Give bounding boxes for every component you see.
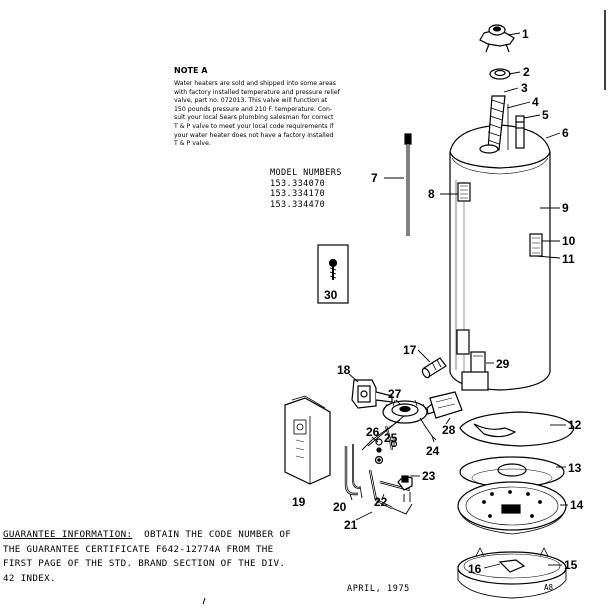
stray-mark [202,597,206,605]
note-line: 150 pounds pressure and 210 F. temperatu… [174,105,333,113]
inner-door [429,391,463,419]
callout-28: 28 [442,423,456,437]
callout-18: 18 [337,363,351,377]
callout-27: 27 [388,387,402,401]
note-line: your water heater does not have a factor… [174,131,334,139]
guarantee-line: FIRST PAGE OF THE STD. BRAND SECTION OF … [3,558,286,569]
access-door-bracket [529,233,543,257]
callout-30: 30 [324,288,338,302]
callout-20: 20 [333,500,347,514]
callout-5: 5 [542,108,549,122]
callout-29: 29 [496,357,510,371]
note-body: Water heaters are sold and shipped into … [174,80,392,149]
burner-access [456,329,489,391]
base-ring [457,547,567,599]
hardware-box [317,244,349,304]
callout-2: 2 [523,65,530,79]
outer-door [284,395,331,485]
anode-rod [479,95,506,154]
hot-water-fitting [515,115,525,149]
main-burner [382,399,435,424]
callout-23: 23 [422,469,436,483]
callout-25: 25 [384,431,398,445]
callout-13: 13 [568,461,582,475]
callout-1: 1 [522,27,529,41]
note-line: with factory installed temperature and p… [174,88,340,96]
note-line: sult your local Sears plumbing salesman … [174,114,334,122]
flue-collar [489,68,511,80]
callout-15: 15 [564,558,578,572]
model-number: 153.334070 [270,178,326,189]
callout-9: 9 [562,201,569,215]
callout-19: 19 [292,495,306,509]
note-line: valve, part no. 072013. This valve will … [174,97,328,105]
leader-lines [348,32,568,569]
guarantee-information: GUARANTEE INFORMATION: OBTAIN THE CODE N… [3,528,291,586]
manifold-tubing [344,415,413,515]
callout-8: 8 [428,187,435,201]
model-number: 153.334170 [270,189,326,199]
bottom-pan [457,481,567,535]
flue-baffle-cap [479,24,515,53]
callout-7: 7 [371,171,378,185]
note-line: T & P valve to meet your local code requ… [174,122,334,130]
rating-plate [457,182,471,202]
model-number: 153.334470 [270,199,326,210]
callout-11: 11 [562,252,575,266]
guarantee-heading: GUARANTEE INFORMATION: [3,529,133,540]
guarantee-line: GUARANTEE INFORMATION: OBTAIN THE CODE N… [3,528,291,543]
guarantee-line1-text: OBTAIN THE CODE NUMBER OF [132,529,292,540]
callout-6: 6 [562,126,569,140]
note-title: NOTE A [174,66,208,75]
callout-22: 22 [374,495,388,509]
tank [449,124,551,391]
page-number: A8 [544,583,554,592]
model-heading: MODEL NUMBERS [270,168,342,178]
callout-12: 12 [568,418,582,432]
callout-26: 26 [366,425,380,439]
callout-numbers: 1 2 3 4 5 6 7 8 9 10 11 12 13 14 15 16 1… [292,27,584,576]
callout-10: 10 [562,234,576,248]
callout-14: 14 [570,498,584,512]
gas-control-valve [351,379,393,409]
revision-date: APRIL, 1975 [347,584,410,594]
callout-4: 4 [532,95,539,109]
guarantee-line: THE GUARANTEE CERTIFICATE F642-12774A FR… [3,543,274,555]
callout-24: 24 [426,444,440,458]
drain-valve [421,357,447,379]
guarantee-line: 42 INDEX. [3,572,56,584]
callout-16: 16 [468,562,482,576]
pilot-assembly [374,417,437,465]
burner-shield [459,411,575,447]
combustion-chamber-plate [459,456,565,488]
dip-tube [404,133,412,236]
callout-21: 21 [344,518,358,532]
note-line: Water heaters are sold and shipped into … [174,80,337,87]
note-line: T & P valve. [174,140,211,148]
callout-3: 3 [521,81,528,95]
model-numbers: MODEL NUMBERS 153.334070 153.334170 153.… [270,168,342,210]
callout-17: 17 [403,343,417,357]
